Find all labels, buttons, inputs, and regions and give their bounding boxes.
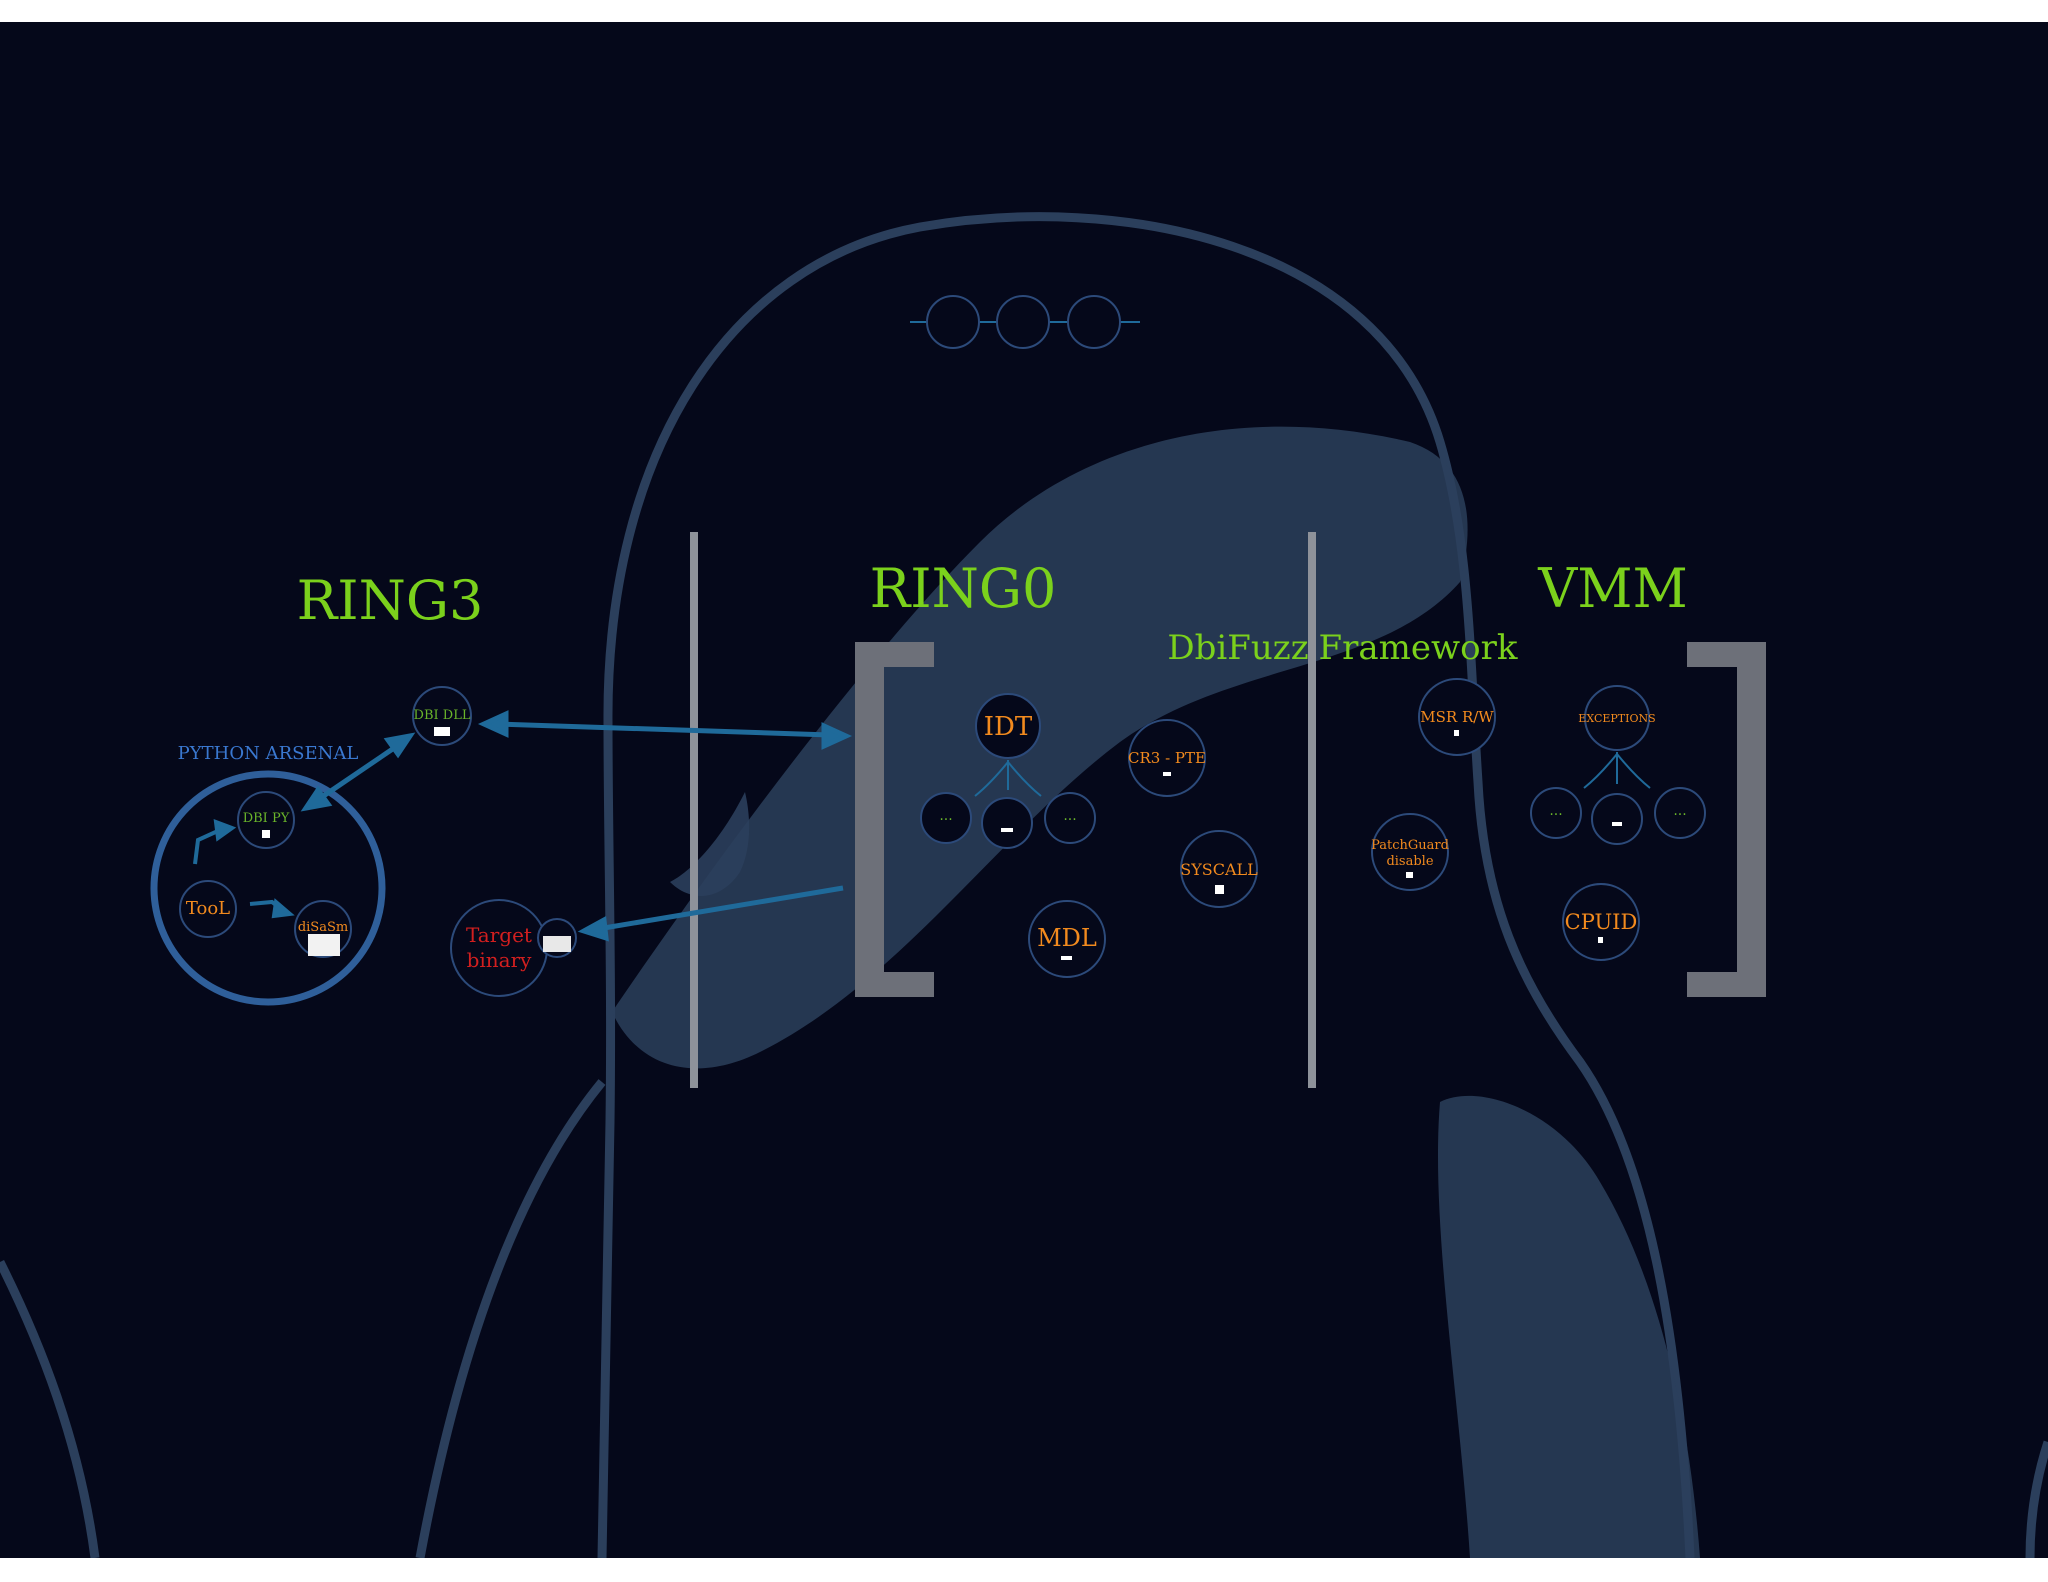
tool-label: TooL [186, 898, 230, 919]
python-arsenal-arrows [193, 818, 295, 919]
diagram-canvas: RING3 RING0 VMM DbiFuzz Framework PYTHON… [0, 22, 2048, 1558]
idt-child-right-node[interactable] [1044, 792, 1096, 844]
exc-child-right-label: ... [1673, 803, 1686, 819]
tux-foot-shape [1437, 1095, 1700, 1558]
exc-child-right-node[interactable] [1654, 787, 1706, 839]
dbi-dll-label: DBI DLL [414, 708, 471, 723]
dbi-py-node[interactable] [237, 791, 295, 849]
framework-title-word2: Framework [1319, 628, 1518, 668]
idt-child-center-node[interactable] [981, 797, 1033, 849]
exc-child-left-label: ... [1549, 803, 1562, 819]
divider-ring0-vmm [1308, 532, 1316, 1088]
msr-node[interactable] [1418, 678, 1496, 756]
idt-child-right-label: ... [1063, 808, 1076, 824]
diagram-svg: RING3 RING0 VMM DbiFuzz Framework PYTHON… [0, 212, 2048, 1558]
disasm-thumbnail [308, 934, 340, 956]
idt-node[interactable] [975, 693, 1041, 759]
target-binary-label-line2: binary [467, 948, 533, 972]
msr-icon [1454, 730, 1459, 736]
idt-child-center-icon [1001, 828, 1013, 832]
exc-child-center-node[interactable] [1591, 793, 1643, 845]
cr3-pte-icon [1163, 772, 1171, 776]
target-binary-label-line1: Target [466, 923, 532, 947]
cr3-pte-node[interactable] [1128, 719, 1206, 797]
dbi-dll-node[interactable] [412, 686, 472, 746]
divider-ring3-ring0 [690, 532, 698, 1088]
cpuid-node[interactable] [1562, 883, 1640, 961]
target-binary-thumbnail [543, 936, 571, 952]
framework-title-word1: DbiFuzz [1167, 628, 1308, 668]
syscall-icon [1215, 885, 1224, 894]
cpuid-icon [1598, 937, 1603, 943]
tux-silhouette-icon [0, 212, 2048, 1558]
mdl-node[interactable] [1028, 900, 1106, 978]
exceptions-node[interactable] [1584, 685, 1650, 751]
exc-child-left-node[interactable] [1530, 787, 1582, 839]
ring3-heading: RING3 [297, 569, 484, 632]
exceptions-branch-arrows [1583, 752, 1651, 789]
patchguard-label-line2: disable [1386, 854, 1433, 869]
top-path-nodes [910, 295, 1140, 349]
syscall-label: SYSCALL [1180, 860, 1258, 879]
idt-label: IDT [984, 712, 1033, 742]
tool-node[interactable] [179, 880, 237, 938]
cpuid-label: CPUID [1565, 910, 1638, 934]
patchguard-label-line1: PatchGuard [1371, 838, 1449, 853]
disasm-label: diSaSm [298, 920, 348, 935]
bracket-right [1687, 642, 1766, 997]
syscall-node[interactable] [1180, 830, 1258, 908]
patchguard-node[interactable] [1371, 813, 1449, 891]
dbi-py-label: DBI PY [243, 811, 290, 826]
exceptions-label: EXCEPTIONS [1578, 712, 1655, 725]
python-arsenal-circle [150, 770, 386, 1006]
ring0-heading: RING0 [870, 557, 1057, 620]
mdl-icon [1061, 956, 1072, 960]
python-arsenal-label: PYTHON ARSENAL [178, 743, 359, 764]
dbi-dll-icon [434, 727, 450, 736]
mdl-label: MDL [1037, 924, 1097, 952]
msr-label: MSR R/W [1420, 708, 1494, 726]
idt-child-left-node[interactable] [920, 792, 972, 844]
vmm-heading: VMM [1537, 557, 1688, 620]
idt-branch-arrows [974, 760, 1042, 797]
flow-arrows [300, 710, 853, 942]
exc-child-center-icon [1612, 822, 1622, 826]
cr3-pte-label: CR3 - PTE [1128, 749, 1206, 767]
tux-beak-shape [670, 792, 750, 896]
dbi-py-icon [262, 830, 270, 838]
idt-child-left-label: ... [939, 808, 952, 824]
bracket-left [855, 642, 934, 997]
patchguard-icon [1406, 872, 1413, 878]
tux-flipper-shape [612, 426, 1468, 1069]
